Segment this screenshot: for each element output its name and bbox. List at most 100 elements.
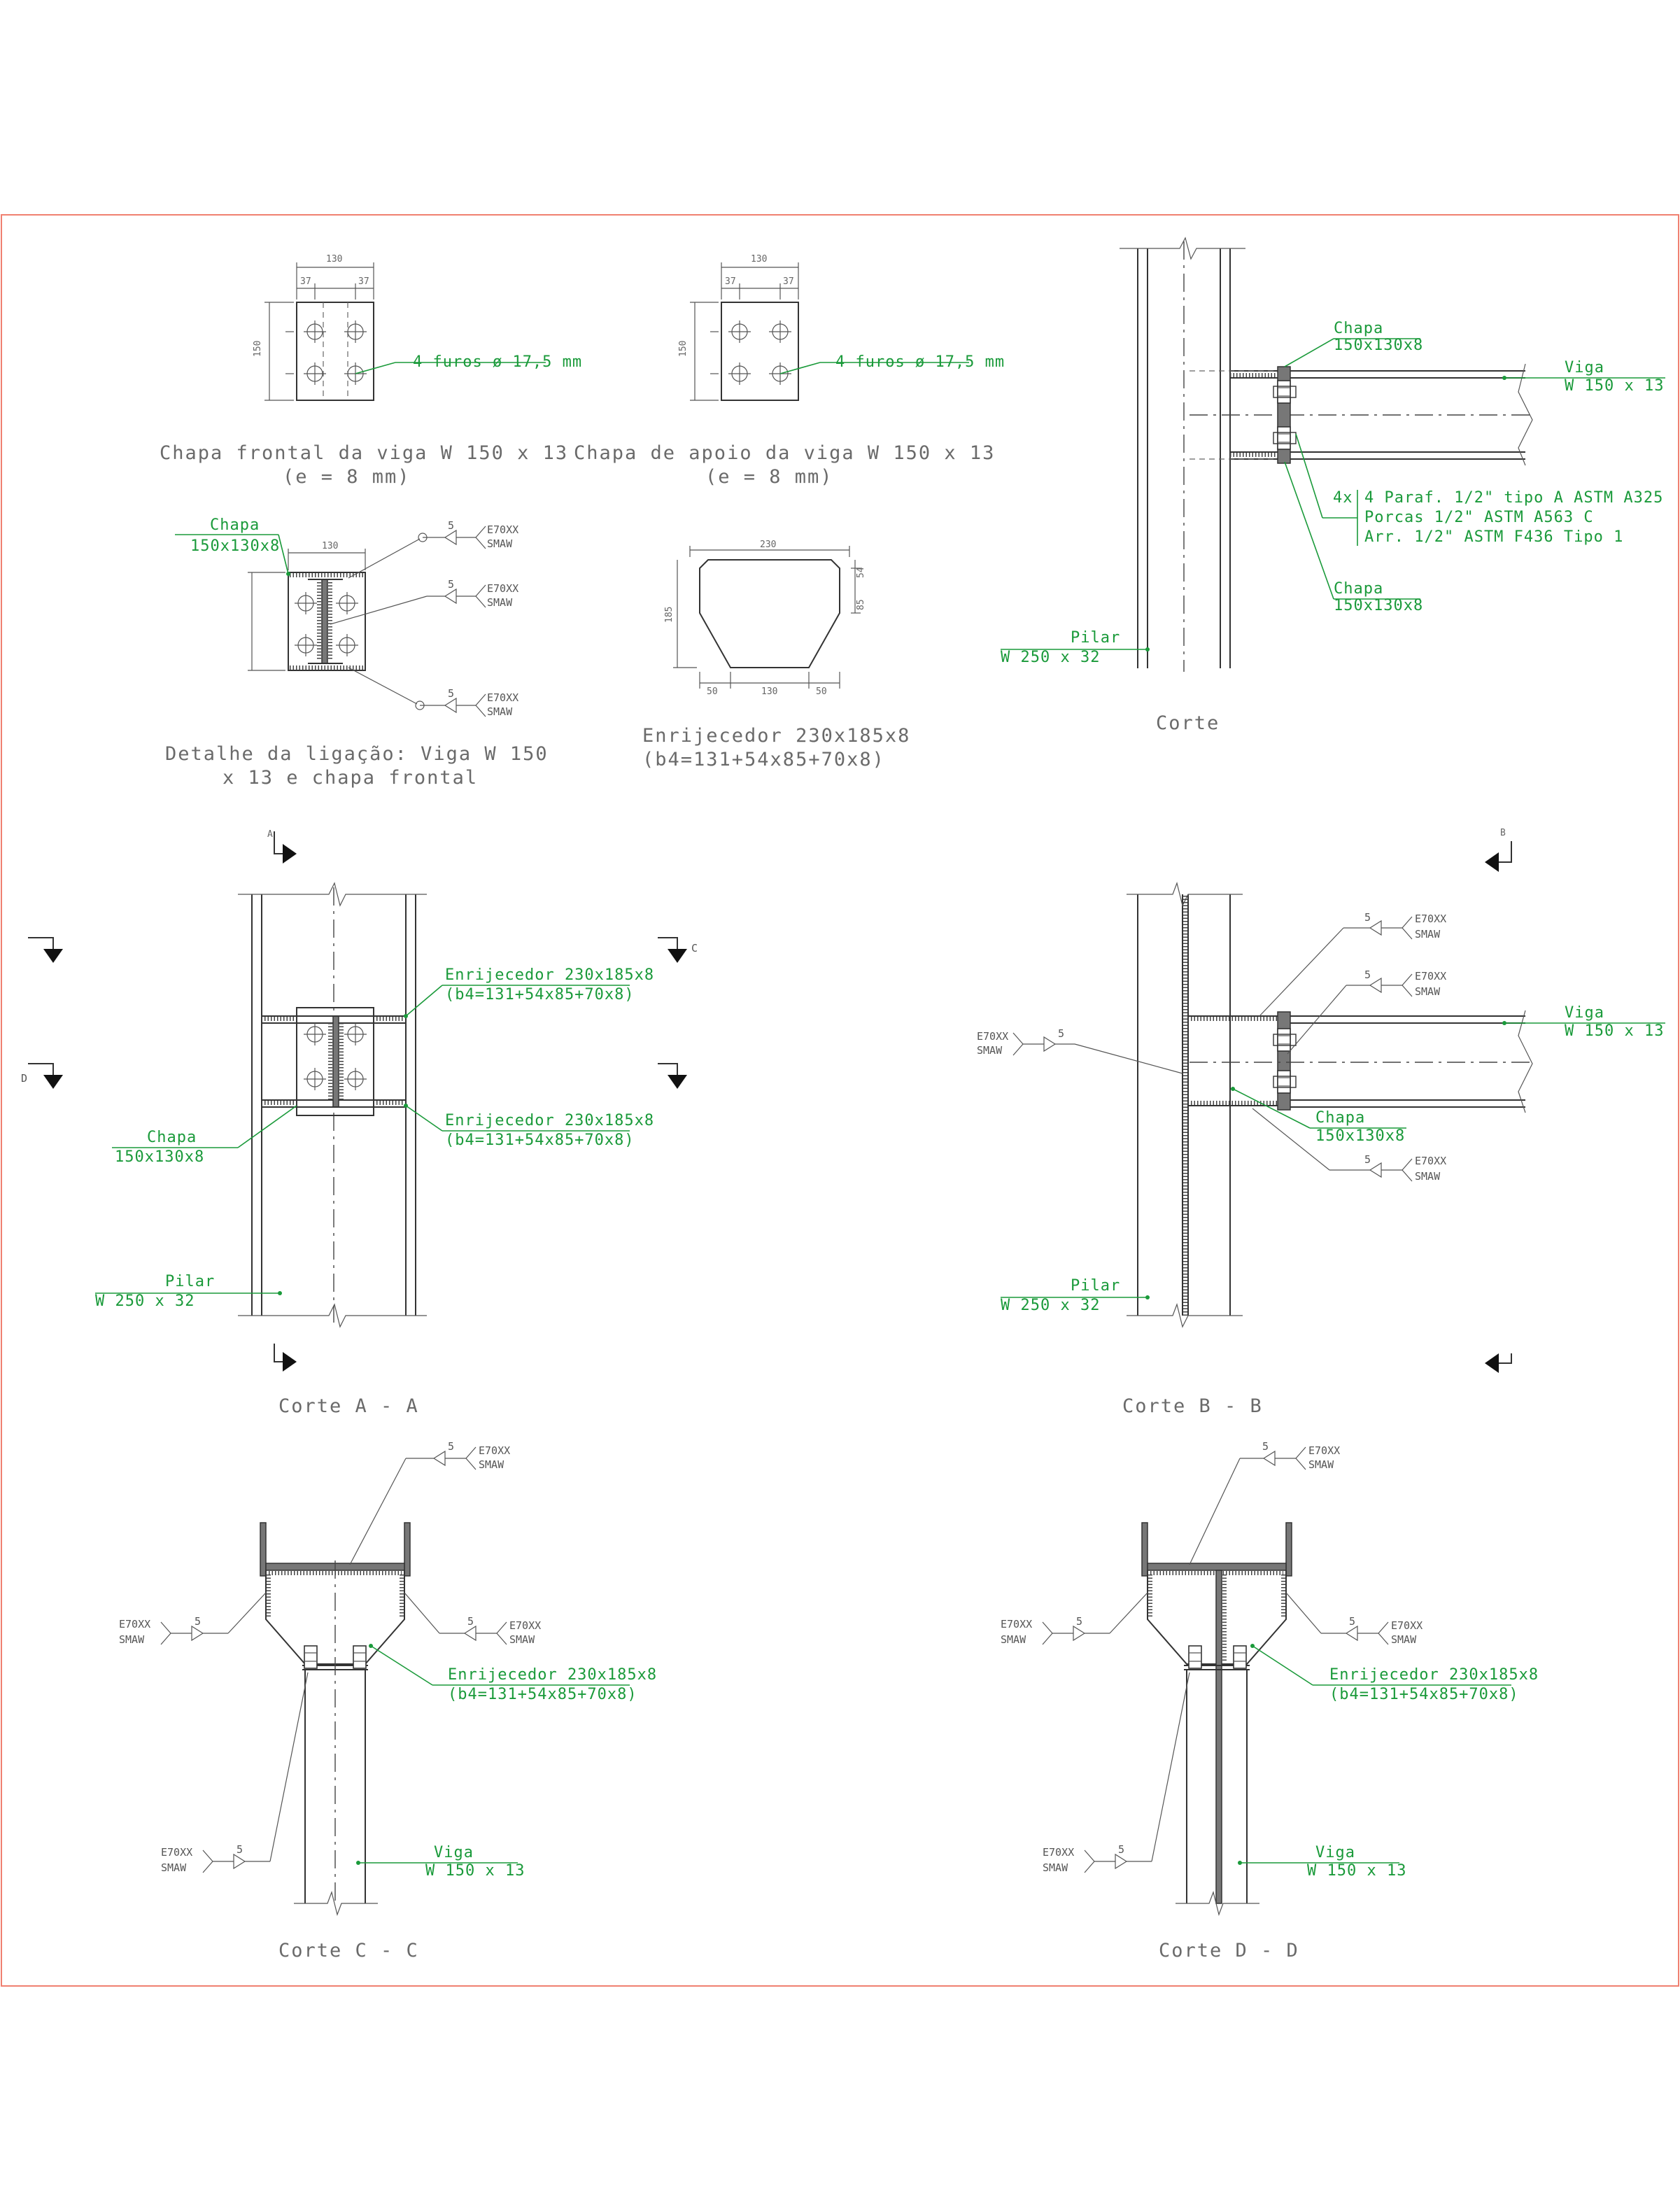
view-title: Corte B - B [1122,1395,1263,1417]
view-corte-cc: 5 E70XX SMAW E70XX SMAW 5 5 E70XX SMAW E… [119,1440,657,1961]
bolt-qty-label: 4x [1333,489,1353,507]
weld-process: SMAW [1415,985,1441,998]
weld-process: SMAW [1001,1633,1026,1646]
dim-label: 230 [760,540,776,550]
stiffener-label: Enrijecedor 230x185x8 [445,1112,654,1129]
view-title: Chapa de apoio da viga W 150 x 13 [574,442,995,464]
weld-size: 5 [1262,1440,1269,1453]
section-mark: C [691,942,698,954]
pilar-label: Pilar [165,1273,215,1290]
section-mark: D [21,1072,27,1085]
chapa-spec: 150x130x8 [190,537,280,555]
view-corte-dd: 5 E70XX SMAW E70XX SMAW 5 5 E70XX SMAW E… [1001,1440,1539,1961]
weld-size: 5 [237,1843,243,1856]
dim-label: 37 [300,276,311,287]
viga-label: Viga [1315,1844,1355,1861]
weld-process: SMAW [1391,1633,1417,1646]
section-mark: A [267,829,273,840]
weld-process: SMAW [487,537,513,550]
bolts-spec: 4 Paraf. 1/2" tipo A ASTM A325 [1364,489,1663,507]
weld-size: 5 [448,578,454,591]
view-title: Corte D - D [1159,1940,1299,1961]
weld-size: 5 [1076,1615,1082,1628]
weld-size: 5 [1058,1027,1064,1040]
stiffener-spec: (b4=131+54x85+70x8) [1329,1686,1519,1703]
view-title: Corte C - C [278,1940,419,1961]
view-support-plate: 130 37 37 150 4 furos ø 17,5 mm Chapa de… [574,254,1005,488]
viga-label: Viga [1565,359,1604,376]
chapa-spec: 150x130x8 [115,1148,204,1166]
chapa-label: Chapa [1334,320,1383,337]
chapa-label: Chapa [1334,580,1383,598]
dim-label: 85 [856,599,866,610]
view-title: Corte A - A [278,1395,419,1417]
view-connection-detail: 130 Chapa 150x130x8 5 E70XX SMAW 5 E70XX… [165,516,549,789]
viga-spec: W 150 x 13 [1307,1862,1406,1880]
weld-electrode: E70XX [161,1846,192,1859]
weld-process: SMAW [1415,928,1441,941]
pilar-spec: W 250 x 32 [95,1292,195,1310]
view-title: Detalhe da ligação: Viga W 150 [165,743,549,765]
weld-size: 5 [1364,1153,1371,1166]
weld-electrode: E70XX [1308,1444,1340,1457]
weld-size: 5 [1349,1615,1355,1628]
weld-process: SMAW [487,596,513,609]
dim-label: 50 [816,686,827,697]
dim-label: 37 [783,276,794,287]
chapa-spec: 150x130x8 [1315,1127,1405,1145]
view-corte-aa: A D C Enrijecedor 230x185x8 (b4=131+54x8… [21,829,698,1417]
weld-size: 5 [448,519,454,532]
chapa-label: Chapa [147,1129,197,1146]
view-subtitle: (e = 8 mm) [705,466,833,488]
weld-size: 5 [1364,968,1371,981]
chapa-label: Chapa [1315,1109,1365,1127]
chapa-spec: 150x130x8 [1334,337,1423,354]
pilar-label: Pilar [1071,629,1120,647]
stiffener-spec: (b4=131+54x85+70x8) [445,986,635,1003]
weld-electrode: E70XX [487,691,518,704]
stiffener-spec: (b4=131+54x85+70x8) [448,1686,637,1703]
dim-label: 50 [707,686,718,697]
view-title: Enrijecedor 230x185x8 [642,725,910,747]
weld-process: SMAW [1415,1170,1441,1183]
weld-size: 5 [195,1615,201,1628]
weld-process: SMAW [479,1458,504,1471]
weld-electrode: E70XX [487,582,518,595]
weld-size: 5 [1364,911,1371,924]
stiffener-label: Enrijecedor 230x185x8 [1329,1666,1539,1684]
weld-process: SMAW [161,1861,187,1874]
holes-label: 4 furos ø 17,5 mm [835,353,1005,371]
weld-electrode: E70XX [1415,913,1446,925]
washers-spec: Arr. 1/2" ASTM F436 Tipo 1 [1364,528,1623,546]
view-stiffener: 230 50 130 50 185 54 85 Enrijecedor 230x… [642,540,910,770]
dim-label: 37 [358,276,369,287]
dim-label: 54 [856,567,866,578]
pilar-label: Pilar [1071,1277,1120,1295]
dim-label: 150 [678,341,689,357]
weld-size: 5 [448,1440,454,1453]
weld-process: SMAW [977,1044,1003,1057]
chapa-label: Chapa [210,516,260,534]
weld-electrode: E70XX [479,1444,510,1457]
weld-electrode: E70XX [1391,1619,1423,1632]
weld-size: 5 [448,687,454,700]
weld-electrode: E70XX [1001,1618,1032,1630]
weld-process: SMAW [119,1633,145,1646]
weld-process: SMAW [509,1633,535,1646]
view-subtitle: (e = 8 mm) [283,466,411,488]
dim-label: 130 [761,686,777,697]
weld-size: 5 [467,1615,474,1628]
section-mark: B [1500,828,1506,838]
viga-label: Viga [1565,1004,1604,1022]
weld-electrode: E70XX [1415,1155,1446,1167]
view-title: Corte [1156,712,1220,734]
chapa-spec: 150x130x8 [1334,597,1423,614]
dim-label: 37 [725,276,736,287]
weld-process: SMAW [1308,1458,1334,1471]
weld-electrode: E70XX [509,1619,541,1632]
weld-process: SMAW [1043,1861,1068,1874]
stiffener-label: Enrijecedor 230x185x8 [448,1666,657,1684]
view-subtitle: x 13 e chapa frontal [223,767,478,789]
